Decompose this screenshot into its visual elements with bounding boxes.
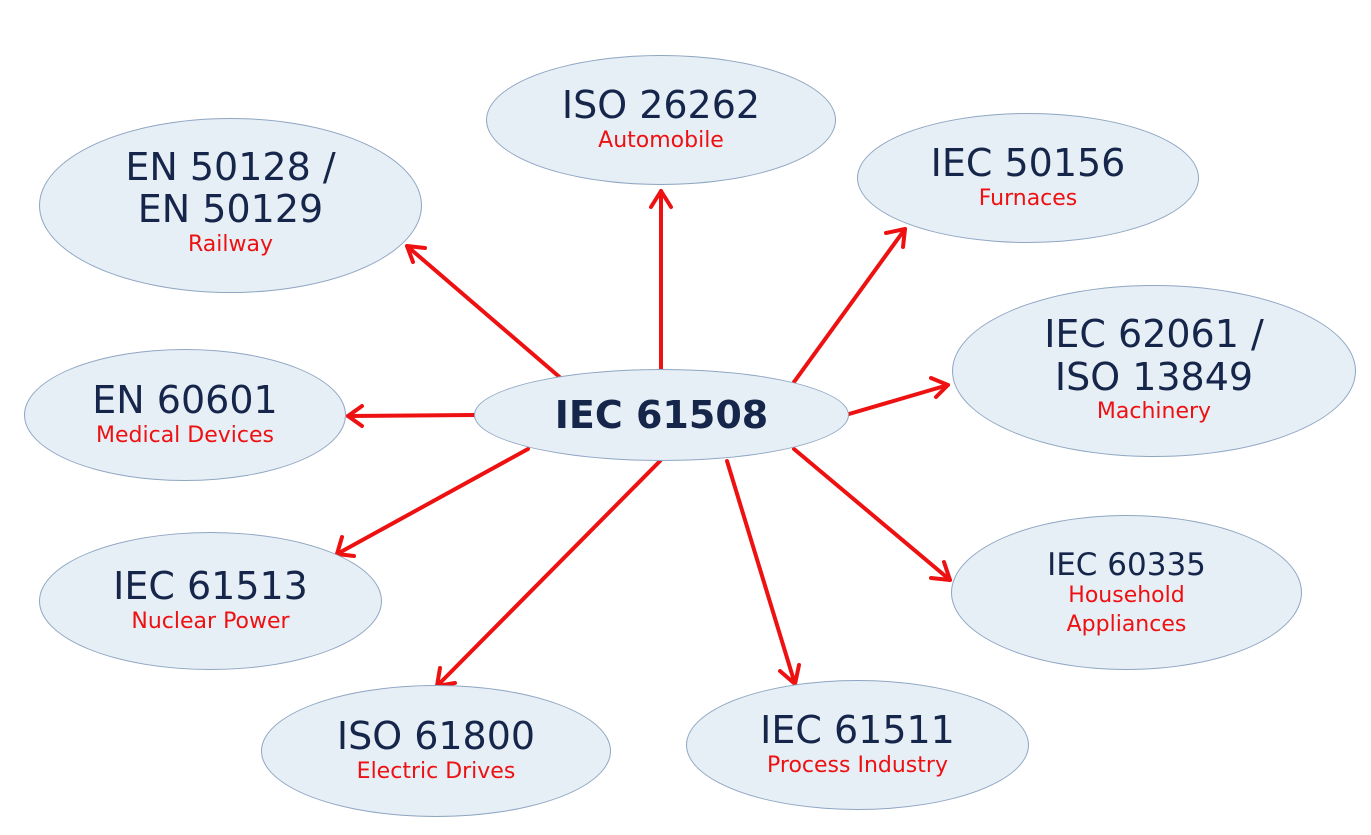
arrow-to-en50128 [405, 244, 565, 382]
domain-label: Railway [187, 231, 273, 257]
domain-label: Machinery [1096, 399, 1212, 425]
node-iso-26262: ISO 26262 Automobile [486, 55, 836, 185]
arrow-to-iec61513 [335, 447, 530, 558]
arrow-to-iso61800 [435, 459, 662, 688]
node-iec-62061-iso-13849: IEC 62061 / ISO 13849 Machinery [952, 285, 1356, 457]
node-iec-61513: IEC 61513 Nuclear Power [39, 532, 382, 670]
standard-label: IEC 50156 [930, 141, 1126, 186]
arrow-to-iec50156 [792, 227, 907, 384]
standard-label: ISO 26262 [561, 83, 761, 127]
node-iec-61508-center: IEC 61508 [474, 369, 849, 461]
domain-label: Automobile [598, 127, 724, 153]
standard-label-line2: EN 50129 [137, 187, 324, 232]
standard-label-line1: EN 50128 / [125, 144, 336, 189]
node-en-60601: EN 60601 Medical Devices [24, 349, 346, 481]
domain-label: Medical Devices [96, 422, 274, 448]
arrow-to-iec61511 [725, 459, 801, 686]
standard-label: IEC 61511 [760, 708, 955, 753]
arrow-to-iec62061 [847, 376, 950, 416]
node-iso-61800: ISO 61800 Electric Drives [261, 685, 611, 817]
standard-label: IEC 61513 [113, 564, 308, 609]
standard-label: ISO 61800 [336, 714, 536, 759]
standard-label-line1: IEC 62061 / [1044, 312, 1264, 357]
domain-label: Nuclear Power [131, 608, 290, 634]
domain-label-line2: Appliances [1066, 611, 1187, 637]
domain-label-line1: Household [1068, 583, 1185, 609]
center-standard-label: IEC 61508 [554, 393, 769, 437]
node-iec-61511: IEC 61511 Process Industry [686, 680, 1029, 810]
domain-label: Furnaces [978, 185, 1078, 211]
domain-label: Electric Drives [356, 758, 516, 784]
node-iec-60335: IEC 60335 Household Appliances [951, 515, 1302, 670]
standard-label-line2: ISO 13849 [1054, 354, 1254, 399]
standard-label: EN 60601 [92, 378, 278, 423]
node-en-50128-50129: EN 50128 / EN 50129 Railway [39, 118, 422, 293]
arrow-to-iso26262 [649, 189, 673, 371]
arrow-to-iec60335 [792, 447, 952, 582]
node-iec-50156: IEC 50156 Furnaces [857, 113, 1199, 243]
arrow-to-en60601 [346, 404, 476, 428]
standard-label: IEC 60335 [1047, 546, 1206, 583]
domain-label: Process Industry [767, 752, 948, 778]
